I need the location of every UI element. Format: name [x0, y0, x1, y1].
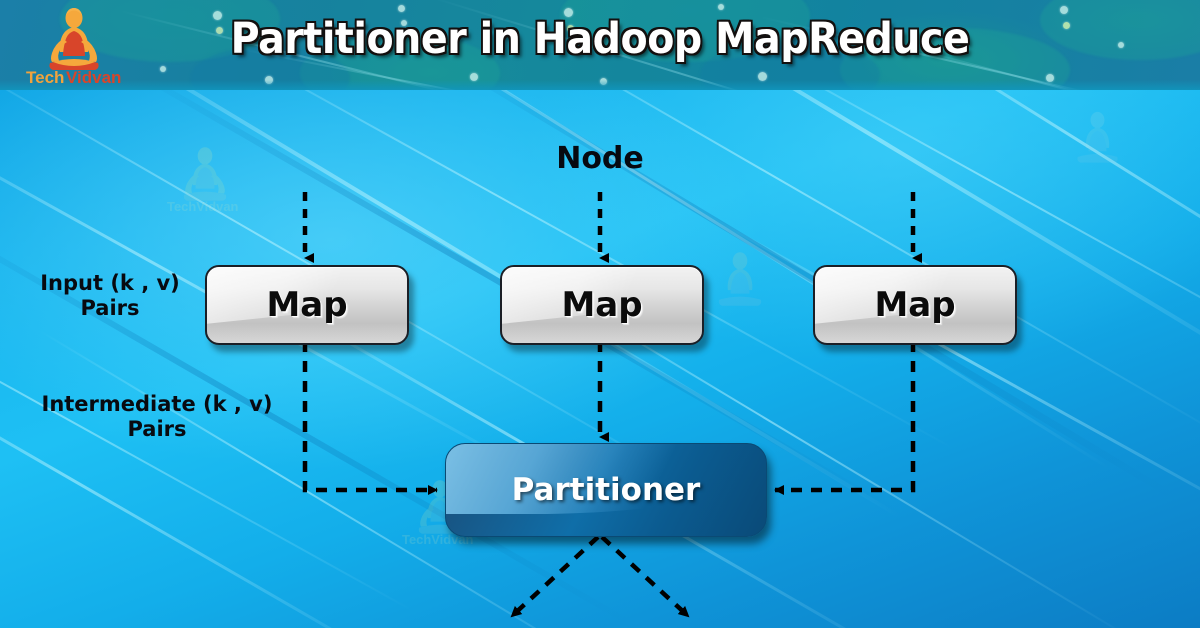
partitioner-label: Partitioner [511, 472, 701, 508]
bubble-decoration [398, 5, 405, 12]
label-intermediate-pairs-line2: Pairs [127, 416, 187, 441]
svg-text:Vidvan: Vidvan [66, 68, 121, 86]
partitioner-box[interactable]: Partitioner [445, 443, 767, 537]
map-box-left[interactable]: Map [205, 265, 409, 345]
bubble-decoration [470, 73, 478, 81]
bubble-decoration [758, 72, 767, 81]
bubble-decoration [213, 11, 222, 20]
bubble-decoration [1063, 22, 1070, 29]
map-box-left-label: Map [266, 285, 348, 325]
bubble-decoration [1118, 42, 1124, 48]
header-banner [0, 0, 1200, 90]
label-intermediate-pairs: Intermediate (k , v) Pairs [12, 392, 302, 442]
bubble-decoration [1046, 74, 1054, 82]
bubble-decoration [718, 4, 724, 10]
bubble-decoration [216, 27, 223, 34]
label-intermediate-pairs-line1: Intermediate (k , v) [41, 392, 273, 416]
svg-text:Tech: Tech [26, 68, 64, 86]
bubble-decoration [160, 66, 166, 72]
page-title: Partitioner in Hadoop MapReduce [230, 14, 970, 64]
label-input-pairs: Input (k , v) Pairs [20, 271, 200, 321]
map-box-center[interactable]: Map [500, 265, 704, 345]
techvidvan-logo[interactable]: Tech Vidvan [16, 6, 132, 86]
bubble-decoration [401, 20, 407, 26]
bubble-decoration [1060, 6, 1068, 14]
bubble-decoration [564, 8, 573, 17]
map-box-center-label: Map [561, 285, 643, 325]
node-label: Node [556, 141, 644, 176]
label-input-pairs-line2: Pairs [80, 295, 140, 320]
bubble-decoration [567, 25, 574, 32]
map-box-right-label: Map [874, 285, 956, 325]
label-input-pairs-line1: Input (k , v) [40, 271, 180, 295]
map-box-right[interactable]: Map [813, 265, 1017, 345]
